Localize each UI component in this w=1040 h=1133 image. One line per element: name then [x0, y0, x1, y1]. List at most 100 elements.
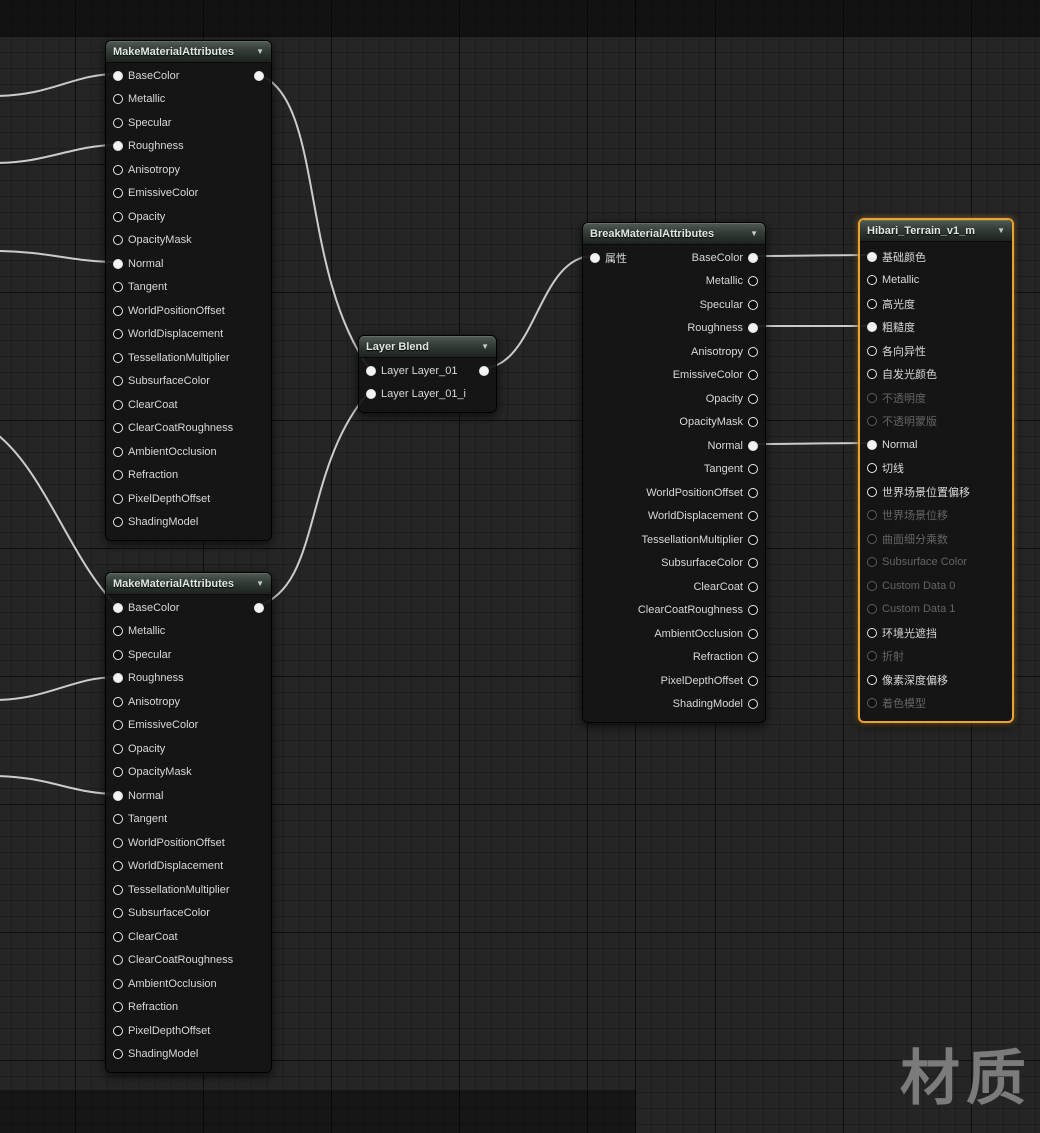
refraction-pin[interactable]: [113, 470, 123, 481]
pin-pin[interactable]: [867, 345, 877, 356]
chevron-down-icon[interactable]: ▼: [256, 46, 264, 56]
pin-pin[interactable]: [867, 322, 877, 333]
clearcoat-pin[interactable]: [748, 581, 758, 592]
shadingmodel-pin[interactable]: [113, 1049, 123, 1060]
normal-pin[interactable]: [113, 790, 123, 801]
normal-pin[interactable]: [113, 258, 123, 269]
refraction-pin[interactable]: [113, 1002, 123, 1013]
tessellationmultiplier-pin[interactable]: [748, 534, 758, 545]
subsurface-color-pin[interactable]: [867, 557, 877, 568]
worlddisplacement-pin[interactable]: [113, 329, 123, 340]
basecolor-pin[interactable]: [113, 602, 123, 613]
pin-pin[interactable]: [867, 698, 877, 709]
specular-pin[interactable]: [748, 299, 758, 310]
worldpositionoffset-pin[interactable]: [113, 837, 123, 848]
opacity-pin[interactable]: [113, 211, 123, 222]
opacity-pin[interactable]: [113, 743, 123, 754]
custom-data-0-pin[interactable]: [867, 580, 877, 591]
tangent-pin[interactable]: [113, 282, 123, 293]
pin-pin[interactable]: [867, 651, 877, 662]
anisotropy-pin[interactable]: [113, 696, 123, 707]
subsurfacecolor-pin[interactable]: [748, 558, 758, 569]
pixeldepthoffset-pin[interactable]: [113, 493, 123, 504]
metallic-pin[interactable]: [748, 276, 758, 287]
node-header[interactable]: MakeMaterialAttributes ▼: [106, 573, 271, 595]
pin-pin[interactable]: [867, 392, 877, 403]
clearcoatroughness-pin[interactable]: [748, 605, 758, 616]
pin-pin[interactable]: [867, 674, 877, 685]
refraction-pin[interactable]: [748, 652, 758, 663]
clearcoat-pin[interactable]: [113, 931, 123, 942]
ambientocclusion-pin[interactable]: [113, 978, 123, 989]
pin-pin[interactable]: [867, 463, 877, 474]
worldpositionoffset-pin[interactable]: [113, 305, 123, 316]
roughness-pin[interactable]: [748, 323, 758, 334]
normal-pin[interactable]: [748, 440, 758, 451]
layer-layer-01-i-pin[interactable]: [366, 389, 376, 400]
pin-pin[interactable]: [867, 486, 877, 497]
pin-pin[interactable]: [867, 251, 877, 262]
input-pin[interactable]: [590, 252, 600, 263]
clearcoat-pin[interactable]: [113, 399, 123, 410]
custom-data-1-pin[interactable]: [867, 604, 877, 615]
pin-pin[interactable]: [867, 510, 877, 521]
emissivecolor-pin[interactable]: [113, 188, 123, 199]
emissivecolor-pin[interactable]: [748, 370, 758, 381]
metallic-pin[interactable]: [113, 94, 123, 105]
pin-pin[interactable]: [867, 416, 877, 427]
anisotropy-pin[interactable]: [113, 164, 123, 175]
ambientocclusion-pin[interactable]: [113, 446, 123, 457]
specular-pin[interactable]: [113, 117, 123, 128]
output-pin[interactable]: [254, 70, 264, 81]
opacitymask-pin[interactable]: [113, 767, 123, 778]
layer-layer-01-pin[interactable]: [366, 365, 376, 376]
node-header[interactable]: Layer Blend ▼: [359, 336, 496, 358]
pin-pin[interactable]: [867, 298, 877, 309]
anisotropy-pin[interactable]: [748, 346, 758, 357]
tangent-pin[interactable]: [113, 814, 123, 825]
node-header[interactable]: Hibari_Terrain_v1_m ▼: [860, 220, 1012, 242]
subsurfacecolor-pin[interactable]: [113, 908, 123, 919]
opacity-pin[interactable]: [748, 393, 758, 404]
pin-pin[interactable]: [867, 369, 877, 380]
specular-pin[interactable]: [113, 649, 123, 660]
tessellationmultiplier-pin[interactable]: [113, 352, 123, 363]
worldpositionoffset-pin[interactable]: [748, 487, 758, 498]
roughness-pin[interactable]: [113, 141, 123, 152]
node-header[interactable]: MakeMaterialAttributes ▼: [106, 41, 271, 63]
normal-pin[interactable]: [867, 439, 877, 450]
shadingmodel-pin[interactable]: [113, 517, 123, 528]
worlddisplacement-pin[interactable]: [113, 861, 123, 872]
pixeldepthoffset-pin[interactable]: [748, 675, 758, 686]
basecolor-pin[interactable]: [113, 70, 123, 81]
pin-pin[interactable]: [867, 627, 877, 638]
metallic-pin[interactable]: [867, 275, 877, 286]
pin-pin[interactable]: [867, 533, 877, 544]
output-pin[interactable]: [254, 602, 264, 613]
basecolor-pin[interactable]: [748, 252, 758, 263]
tessellationmultiplier-pin[interactable]: [113, 884, 123, 895]
shadingmodel-pin[interactable]: [748, 699, 758, 710]
metallic-pin[interactable]: [113, 626, 123, 637]
node-header[interactable]: BreakMaterialAttributes ▼: [583, 223, 765, 245]
chevron-down-icon[interactable]: ▼: [997, 225, 1005, 235]
worlddisplacement-pin[interactable]: [748, 511, 758, 522]
chevron-down-icon[interactable]: ▼: [256, 578, 264, 588]
tangent-pin[interactable]: [748, 464, 758, 475]
chevron-down-icon[interactable]: ▼: [481, 341, 489, 351]
emissivecolor-pin[interactable]: [113, 720, 123, 731]
clearcoatroughness-pin[interactable]: [113, 955, 123, 966]
roughness-pin[interactable]: [113, 673, 123, 684]
opacitymask-pin[interactable]: [113, 235, 123, 246]
output-pin[interactable]: [479, 365, 489, 376]
opacitymask-pin[interactable]: [748, 417, 758, 428]
chevron-down-icon[interactable]: ▼: [750, 228, 758, 238]
subsurfacecolor-pin[interactable]: [113, 376, 123, 387]
ambientocclusion-pin[interactable]: [748, 628, 758, 639]
clearcoatroughness-pin[interactable]: [113, 423, 123, 434]
